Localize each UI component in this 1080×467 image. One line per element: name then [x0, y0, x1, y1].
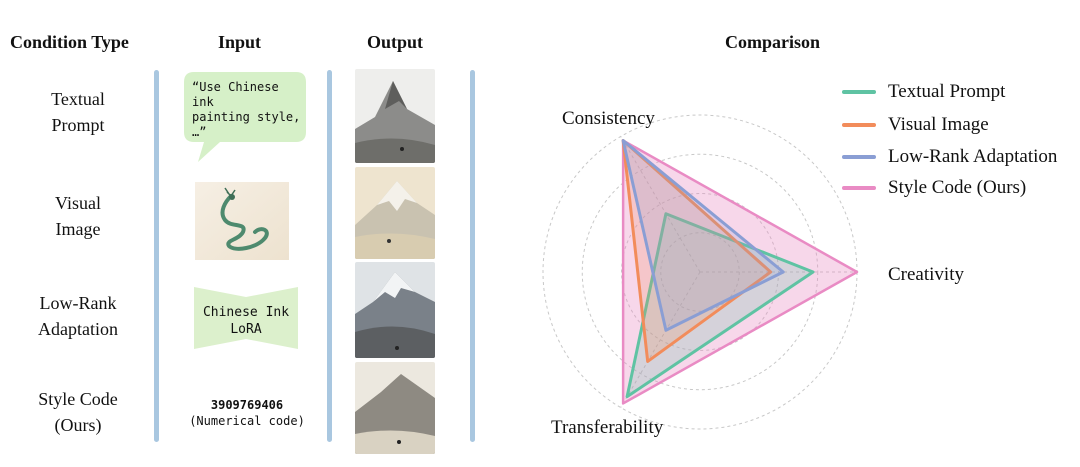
divider-3 [470, 70, 475, 442]
legend-item-low-rank: Low-Rank Adaptation [842, 146, 1057, 168]
code-line: 3909769406 [210, 398, 284, 412]
condition-line: Image [55, 219, 101, 239]
legend-swatch [842, 186, 876, 190]
grid-spoke-3 [620, 271, 701, 408]
legend-swatch [842, 90, 876, 94]
axis-label-creativity: Creativity [888, 264, 964, 285]
lora-text: Chinese Ink LoRA [190, 304, 302, 338]
grid-spoke-1 [620, 136, 701, 273]
axis-label-consistency: Consistency [562, 108, 655, 129]
output-image-style-code [355, 362, 435, 454]
divider-1 [154, 70, 159, 442]
legend-label: Textual Prompt [888, 81, 1006, 102]
axis-label-transferability: Transferability [551, 417, 664, 438]
speech-bubble-icon [184, 72, 306, 162]
condition-line: Adaptation [38, 319, 118, 339]
condition-line: (Ours) [54, 415, 102, 435]
lora-line: Chinese Ink [202, 305, 290, 320]
legend-swatch [842, 155, 876, 159]
condition-label-lora: Low-Rank Adaptation [23, 290, 133, 342]
numerical-code-text: 3909769406 (Numerical code) [182, 397, 312, 429]
condition-label-textual: Textual Prompt [23, 86, 133, 138]
header-comparison: Comparison [725, 32, 821, 52]
condition-line: Visual [55, 193, 101, 213]
output-image-textual [355, 69, 435, 163]
lora-box-icon [194, 287, 298, 349]
header-output: Output [367, 32, 424, 52]
code-line: (Numerical code) [189, 414, 305, 428]
legend-label: Visual Image [888, 114, 989, 135]
prompt-line: “Use Chinese ink [192, 80, 279, 109]
condition-label-visual: Visual Image [23, 190, 133, 242]
radar-grid [542, 114, 858, 430]
output-image-visual [355, 167, 435, 259]
header-condition-type: Condition Type [10, 32, 129, 52]
grid-ring-3 [581, 153, 819, 391]
header-input: Input [218, 32, 262, 52]
output-image-lora [355, 262, 435, 358]
condition-label-style-code: Style Code (Ours) [23, 386, 133, 438]
radar-series-group [621, 139, 859, 405]
prompt-line: painting style, [192, 110, 301, 124]
legend-label: Style Code (Ours) [888, 177, 1027, 198]
condition-line: Low-Rank [39, 293, 117, 313]
condition-line: Style Code [38, 389, 118, 409]
lora-line: LoRA [230, 322, 262, 337]
legend-label: Low-Rank Adaptation [888, 146, 1058, 167]
textual-prompt-text: “Use Chinese ink painting style, …” [192, 80, 307, 140]
radar-series-low-rank-adaptation [621, 139, 785, 332]
grid-ring-1 [660, 232, 740, 312]
condition-line: Textual [51, 89, 105, 109]
condition-line: Prompt [51, 115, 105, 135]
legend-item-visual-image: Visual Image [842, 114, 989, 136]
prompt-line: …” [192, 125, 207, 139]
ink-dragon-image [195, 182, 289, 260]
legend-item-style-code: Style Code (Ours) [842, 177, 1026, 199]
legend-swatch [842, 123, 876, 127]
divider-2 [327, 70, 332, 442]
legend-item-textual-prompt: Textual Prompt [842, 81, 1005, 103]
